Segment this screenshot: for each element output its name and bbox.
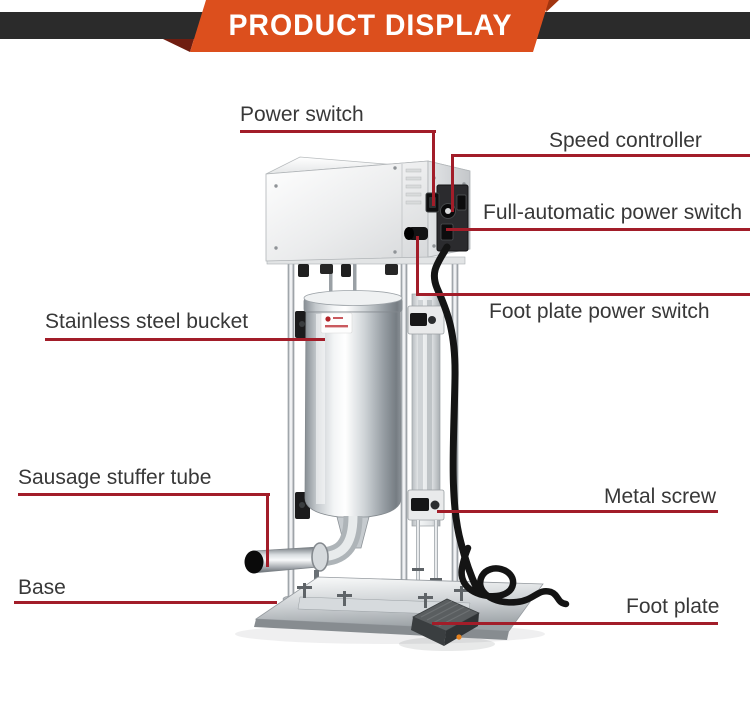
label-sausage-stuffer-tube: Sausage stuffer tube (18, 466, 212, 489)
label-metal-screw: Metal screw (604, 485, 717, 508)
callout-line-tube-h (18, 493, 270, 496)
label-base: Base (18, 576, 66, 599)
callout-line-speed-controller-v (451, 154, 454, 212)
control-panel (436, 184, 469, 252)
under-frame (266, 256, 466, 277)
guide-rail (407, 293, 445, 605)
bucket-label (320, 312, 353, 334)
callout-line-foot-plate-switch-v (416, 236, 419, 296)
power-socket (456, 194, 467, 211)
wing-screws (297, 583, 469, 608)
callout-line-power-switch-v (432, 130, 435, 206)
rail-bracket-top (407, 305, 445, 335)
metal-screw-part (407, 489, 445, 521)
ribbon-bar-right (533, 12, 750, 39)
callout-line-base-h (14, 601, 277, 604)
motor-housing (265, 156, 471, 262)
header-banner: PRODUCT DISPLAY (190, 0, 549, 52)
callout-line-metal-screw-h (437, 510, 718, 513)
sausage-tube-assembly (244, 515, 370, 579)
foot-plate-connector (404, 227, 428, 240)
page-title: PRODUCT DISPLAY (228, 9, 512, 42)
label-power-switch: Power switch (240, 103, 364, 126)
callout-line-full-automatic-h (446, 228, 750, 231)
callout-line-foot-plate-h (432, 622, 718, 625)
callout-line-bucket-h (45, 338, 325, 341)
bucket (303, 290, 403, 519)
label-speed-controller: Speed controller (549, 129, 702, 152)
tube-opening (244, 550, 264, 574)
piston-rod (353, 260, 357, 300)
label-stainless-steel-bucket: Stainless steel bucket (45, 310, 249, 333)
full-automatic-switch (440, 223, 454, 241)
pedal-indicator-light (456, 634, 462, 640)
callout-line-speed-controller-h (451, 154, 750, 157)
label-full-automatic-power-switch: Full-automatic power switch (483, 201, 743, 224)
callout-line-power-switch-h (240, 130, 436, 133)
callout-line-foot-plate-switch-h (416, 293, 750, 296)
label-foot-plate: Foot plate (626, 595, 720, 618)
tube-flange (311, 542, 329, 572)
label-foot-plate-power-switch: Foot plate power switch (489, 300, 710, 323)
callout-line-tube-v (266, 493, 269, 567)
vent-slots (405, 168, 422, 205)
foot-pedal (411, 598, 480, 646)
piston-rod (329, 260, 333, 300)
ribbon-bar-left (0, 12, 206, 39)
power-cable (430, 243, 570, 608)
